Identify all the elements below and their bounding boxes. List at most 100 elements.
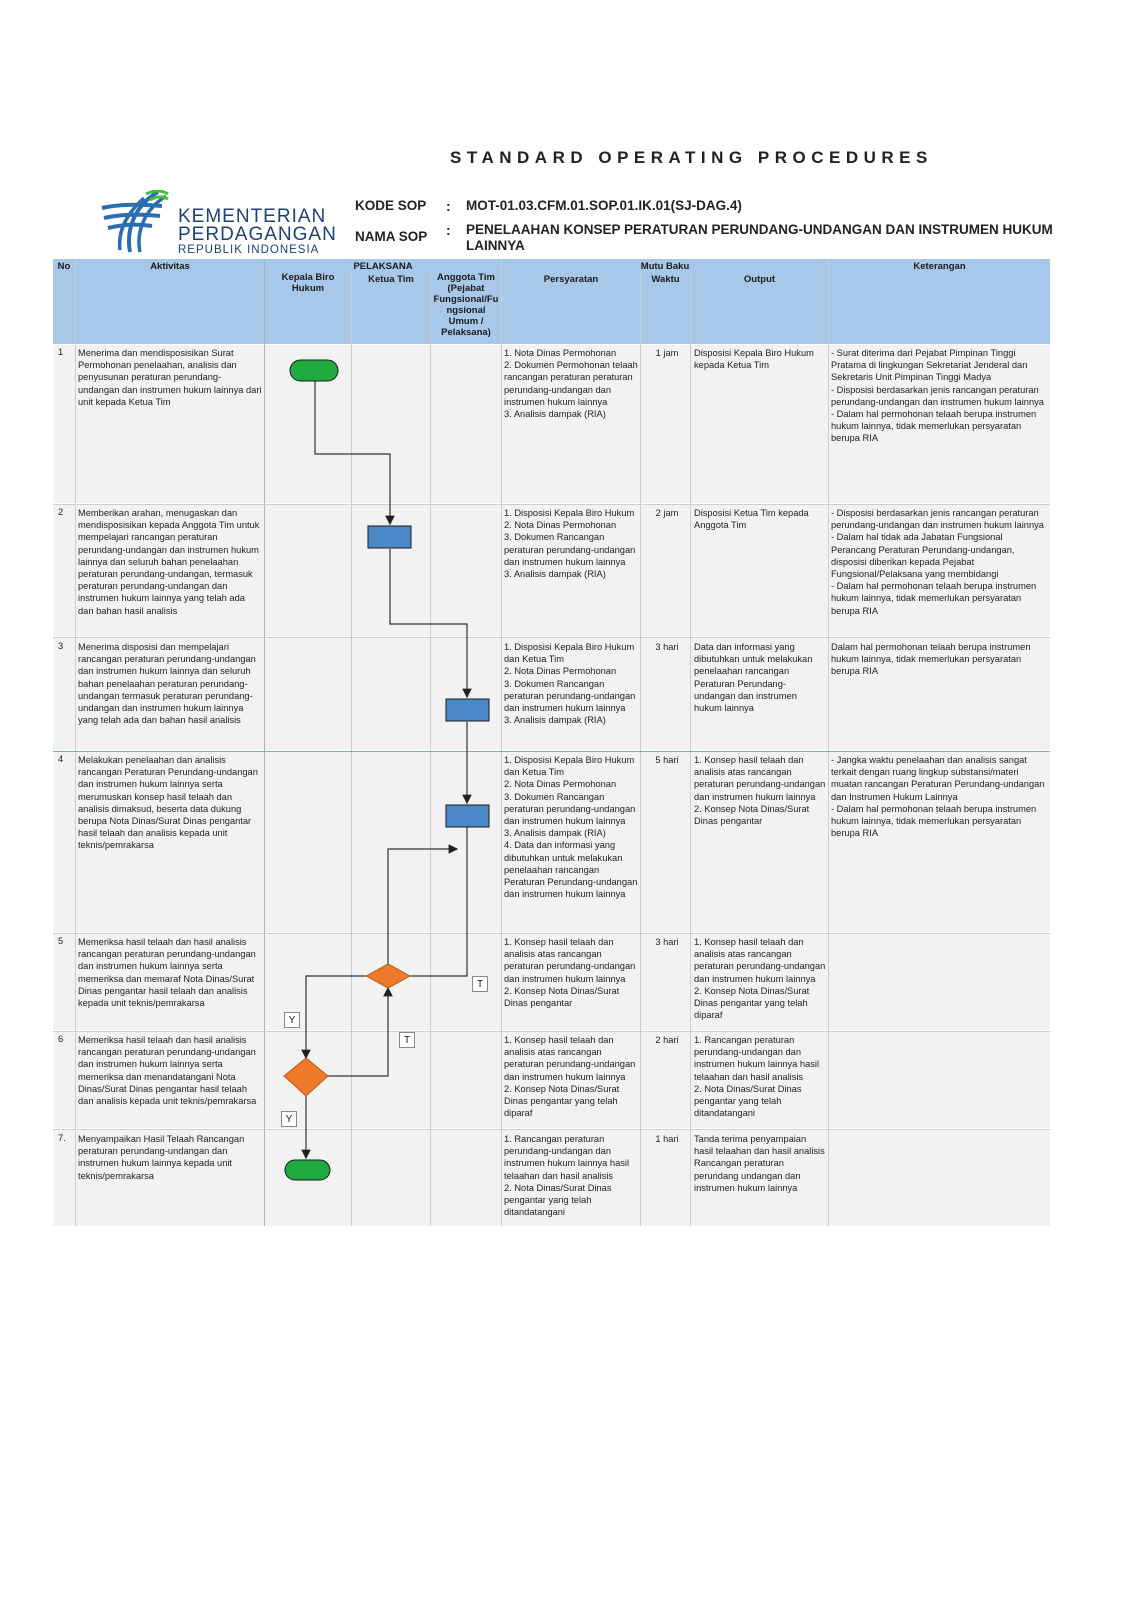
grid-line — [828, 259, 829, 1226]
row-2-no: 2 — [58, 507, 64, 517]
row-1-keterangan: - Surat diterima dari Pejabat Pimpinan T… — [831, 348, 1044, 444]
connector-5-6 — [301, 975, 366, 1060]
row-5-no: 5 — [58, 936, 64, 946]
row-6-output: 1. Rancangan peraturan perundang-undanga… — [694, 1035, 820, 1119]
row-7-no: 7. — [58, 1133, 66, 1143]
row-bg-5 — [53, 934, 1050, 1030]
row-bg-7 — [53, 1130, 1050, 1226]
row-7-waktu: 1 hari — [655, 1134, 679, 1144]
header-mutu-baku: Mutu Baku — [502, 259, 828, 272]
flow-label-y-2: Y — [281, 1111, 297, 1127]
row-bg-6 — [53, 1032, 1050, 1128]
process-anggota-tim-4 — [445, 804, 490, 828]
process-anggota-tim-3 — [445, 698, 490, 722]
row-4-waktu: 5 hari — [655, 755, 679, 765]
row-5-output: 1. Konsep hasil telaah dan analisis atas… — [694, 937, 826, 1021]
connector-5-reject — [387, 844, 459, 964]
flow-label-y-1: Y — [284, 1012, 300, 1028]
header-anggota-tim: Anggota Tim (Pejabat Fungsional/Fu ngsio… — [431, 272, 501, 344]
row-4-output: 1. Konsep hasil telaah dan analisis atas… — [694, 755, 826, 827]
grid-line — [501, 259, 502, 1226]
terminator-end — [284, 1159, 331, 1181]
row-5-waktu: 3 hari — [655, 937, 679, 947]
nama-colon: : — [446, 222, 451, 238]
connector-1-2 — [314, 381, 395, 526]
row-3-waktu: 3 hari — [655, 642, 679, 652]
row-1-waktu: 1 jam — [655, 348, 679, 358]
row-bg-2 — [53, 505, 1050, 636]
grid-line — [430, 272, 431, 1226]
grid-line — [640, 272, 641, 1226]
row-6-waktu: 2 hari — [655, 1035, 679, 1045]
grid-line — [351, 272, 352, 1226]
grid-line — [53, 637, 1050, 638]
grid-line — [264, 259, 265, 1226]
header-output: Output — [691, 272, 828, 344]
grid-line — [53, 751, 1050, 752]
row-1-no: 1 — [58, 347, 64, 357]
logo-line-2: PERDAGANGAN — [178, 224, 337, 245]
row-4-keterangan: - Jangka waktu penelaahan dan analisis s… — [831, 755, 1045, 839]
row-5-aktivitas: Memeriksa hasil telaah dan hasil analisi… — [78, 937, 256, 1009]
row-6-no: 6 — [58, 1034, 64, 1044]
header-waktu: Waktu — [641, 272, 690, 344]
decision-kepala-biro — [283, 1057, 329, 1097]
row-4-aktivitas: Melakukan penelaahan dan analisis rancan… — [78, 755, 258, 851]
row-6-persyaratan: 1. Konsep hasil telaah dan analisis atas… — [504, 1035, 636, 1119]
header-kepala-biro: Kepala Biro Hukum — [265, 272, 351, 344]
grid-line — [53, 933, 1050, 934]
row-7-aktivitas: Menyampaikan Hasil Telaah Rancangan pera… — [78, 1134, 245, 1181]
row-7-persyaratan: 1. Rancangan peraturan perundang-undanga… — [504, 1134, 630, 1218]
header-aktivitas: Aktivitas — [76, 259, 264, 344]
row-bg-3 — [53, 638, 1050, 750]
connector-4-5 — [410, 827, 468, 977]
row-4-no: 4 — [58, 754, 64, 764]
row-bg-1 — [53, 345, 1050, 503]
kode-sop-value: MOT-01.03.CFM.01.SOP.01.IK.01(SJ-DAG.4) — [466, 198, 742, 213]
row-2-keterangan: - Disposisi berdasarkan jenis rancangan … — [831, 508, 1044, 616]
grid-line — [690, 272, 691, 1226]
logo-emblem-icon — [101, 190, 169, 253]
row-5-persyaratan: 1. Konsep hasil telaah dan analisis atas… — [504, 937, 636, 1009]
connector-2-3 — [389, 549, 472, 699]
ministry-logo: KEMENTERIAN PERDAGANGAN REPUBLIK INDONES… — [100, 190, 336, 256]
flow-label-t-2: T — [399, 1032, 415, 1048]
nama-sop-value: PENELAAHAN KONSEP PERATURAN PERUNDANG-UN… — [466, 222, 1053, 253]
logo-line-1: KEMENTERIAN — [178, 206, 327, 227]
header-persyaratan: Persyaratan — [502, 272, 640, 344]
kode-colon: : — [446, 198, 451, 214]
header-ketua-tim: Ketua Tim — [352, 272, 430, 344]
grid-line — [53, 1031, 1050, 1032]
row-bg-4 — [53, 752, 1050, 932]
header-no: No — [53, 259, 75, 344]
row-3-output: Data dan informasi yang dibutuhkan untuk… — [694, 642, 813, 714]
flow-label-t-1: T — [472, 976, 488, 992]
decision-ketua-tim — [364, 963, 412, 989]
row-4-persyaratan: 1. Disposisi Kepala Biro Hukum dan Ketua… — [504, 755, 638, 900]
nama-sop-label: NAMA SOP — [355, 229, 428, 244]
terminator-start — [289, 359, 339, 382]
process-ketua-tim — [367, 525, 412, 549]
row-3-persyaratan: 1. Disposisi Kepala Biro Hukum dan Ketua… — [504, 642, 636, 726]
row-6-aktivitas: Memeriksa hasil telaah dan hasil analisi… — [78, 1035, 257, 1107]
row-1-persyaratan: 1. Nota Dinas Permohonan 2. Dokumen Perm… — [504, 348, 638, 420]
row-7-output: Tanda terima penyampaian hasil telaahan … — [694, 1134, 825, 1193]
row-3-aktivitas: Menerima disposisi dan mempelajari ranca… — [78, 642, 256, 726]
connector-6-reject — [328, 986, 393, 1077]
sop-title: STANDARD OPERATING PROCEDURES — [450, 148, 933, 167]
row-1-aktivitas: Menerima dan mendisposisikan Surat Permo… — [78, 348, 262, 407]
grid-line — [75, 259, 76, 1226]
header-pelaksana: PELAKSANA — [265, 259, 501, 272]
row-2-aktivitas: Memberikan arahan, menugaskan dan mendis… — [78, 508, 260, 616]
row-3-no: 3 — [58, 641, 64, 651]
kode-sop-label: KODE SOP — [355, 198, 427, 213]
flow-connectors — [301, 381, 472, 1160]
row-1-output: Disposisi Kepala Biro Hukum kepada Ketua… — [694, 348, 814, 371]
grid-line — [53, 1129, 1050, 1130]
logo-line-3: REPUBLIK INDONESIA — [178, 244, 320, 256]
row-2-persyaratan: 1. Disposisi Kepala Biro Hukum 2. Nota D… — [504, 508, 636, 580]
row-2-waktu: 2 jam — [655, 508, 679, 518]
row-3-keterangan: Dalam hal permohonan telaah berupa instr… — [831, 642, 1031, 677]
row-2-output: Disposisi Ketua Tim kepada Anggota Tim — [694, 508, 809, 531]
